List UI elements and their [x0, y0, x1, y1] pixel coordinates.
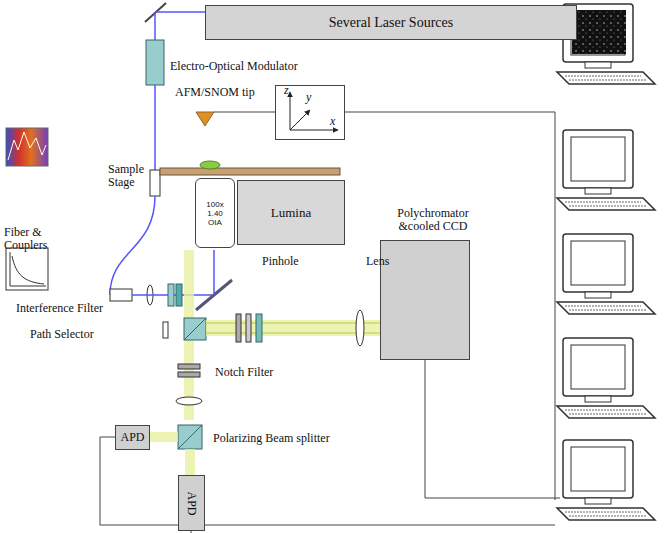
part-label: Pinhole [262, 255, 299, 268]
axis-label: z [284, 84, 289, 97]
laser-box: Several Laser Sources [205, 5, 577, 40]
axis-label: x [330, 115, 335, 128]
part-label: Lens [366, 255, 389, 268]
apd-box: APD [178, 475, 205, 531]
node-label: APD [185, 491, 198, 515]
node-label: Lumina [271, 206, 311, 220]
part-label: Polarizing Beam splitter [213, 432, 330, 445]
part-label: Sample Stage [108, 163, 156, 189]
part-label: Fiber & Couplers [4, 226, 60, 252]
node-label: APD [120, 431, 144, 444]
node-heading: Polychromator &cooled CCD [393, 207, 473, 233]
ccd-box: Polychromator &cooled CCD [380, 240, 470, 360]
lumina-box: Lumina [237, 180, 345, 245]
node-label: 100x 1.40 OIA [203, 200, 227, 227]
part-label: Electro-Optical Modulator [170, 60, 298, 73]
part-label: AFM/SNOM tip [175, 86, 255, 99]
part-label: Path Selector [30, 328, 94, 341]
part-label: Notch Filter [215, 366, 273, 379]
axis-label: y [306, 91, 311, 104]
scanner-box: z y x [275, 85, 345, 140]
objective-lens: 100x 1.40 OIA [195, 178, 235, 248]
node-label: Several Laser Sources [329, 15, 453, 30]
apd-box: APD [115, 425, 150, 450]
part-label: Interference Filter [16, 302, 103, 315]
